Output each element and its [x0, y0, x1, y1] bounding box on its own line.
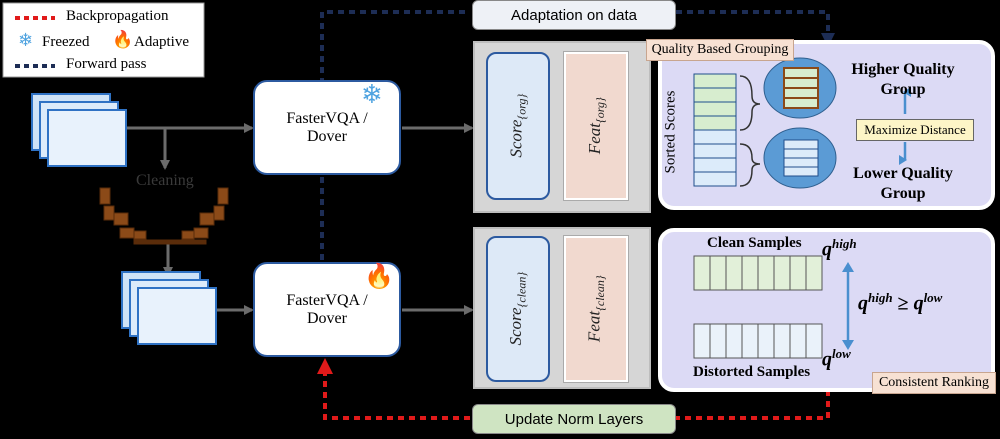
input-frames-stack — [31, 93, 127, 167]
clean-frames-stack — [121, 271, 217, 345]
q-high-label: qhigh — [822, 236, 857, 261]
cleaning-filter-icon — [99, 187, 229, 245]
frozen-model-line1: FasterVQA / — [286, 109, 368, 127]
distorted-samples-strip — [693, 323, 823, 359]
ranking-arrow-down-head — [842, 340, 854, 350]
frozen-model-line2: Dover — [307, 127, 347, 145]
forward-pass-line — [320, 10, 470, 260]
clean-samples-strip — [693, 255, 823, 291]
quality-grouping-title: Quality Based Grouping — [646, 39, 794, 61]
adaptive-model-line1: FasterVQA / — [286, 291, 368, 309]
q-low-label: qlow — [822, 346, 851, 371]
adaptation-on-data-label: Adaptation on data — [472, 0, 676, 30]
feat-org-label: Feat{org} — [584, 97, 607, 155]
higher-brace — [739, 75, 761, 131]
feat-clean-box: Feat{clean} — [564, 236, 628, 382]
legend-adaptive-label: Adaptive — [134, 34, 189, 50]
higher-group-circle — [763, 57, 837, 119]
lower-group-circle — [763, 127, 837, 189]
update-norm-layers-label: Update Norm Layers — [472, 404, 676, 434]
backprop-arrow — [317, 358, 470, 420]
maximize-distance-label: Maximize Distance — [856, 119, 974, 141]
legend-backprop-label: Backpropagation — [66, 8, 169, 24]
feat-org-box: Feat{org} — [564, 52, 628, 200]
flame-icon: 🔥 — [112, 30, 134, 49]
legend-freezed-label: Freezed — [42, 34, 90, 50]
score-org-label: Score{org} — [506, 94, 529, 158]
sorted-scores-label: Sorted Scores — [662, 90, 679, 174]
consistent-ranking-title: Consistent Ranking — [872, 372, 996, 394]
snowflake-icon: ❄ — [18, 30, 34, 50]
legend-forward-label: Forward pass — [66, 56, 147, 72]
score-org-box: Score{org} — [486, 52, 550, 200]
frozen-model-box: FasterVQA / Dover — [253, 80, 401, 175]
ranking-inequality: qhigh ≥ qlow — [858, 290, 943, 315]
flame-icon: 🔥 — [364, 264, 394, 290]
quality-grouping-panel — [658, 40, 995, 210]
ranking-arrow-up-head — [842, 262, 854, 272]
backprop-line — [676, 390, 830, 420]
score-clean-box: Score{clean} — [486, 236, 550, 382]
lower-brace — [739, 143, 761, 187]
score-clean-label: Score{clean} — [506, 272, 529, 346]
clean-samples-label: Clean Samples — [707, 235, 802, 251]
adaptive-model-box: FasterVQA / Dover — [253, 262, 401, 357]
distorted-samples-label: Distorted Samples — [693, 364, 811, 380]
cleaning-label: Cleaning — [136, 172, 194, 189]
snowflake-icon: ❄ — [361, 80, 383, 109]
adaptive-model-line2: Dover — [307, 309, 347, 327]
feat-clean-label: Feat{clean} — [584, 275, 607, 343]
sorted-scores-column — [693, 73, 737, 187]
